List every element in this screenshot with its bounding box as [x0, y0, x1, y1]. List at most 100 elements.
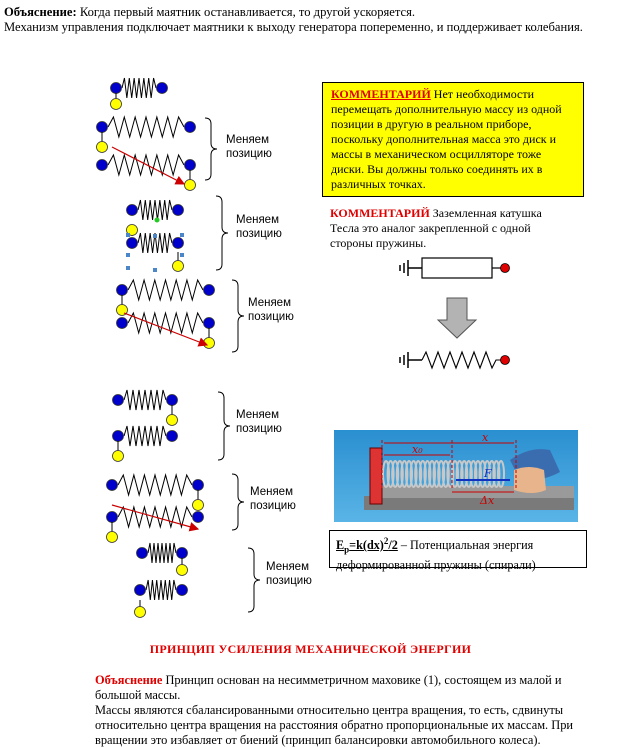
photo-coil — [418, 460, 427, 488]
spring — [117, 505, 193, 529]
photo-coil — [497, 460, 505, 488]
handle — [153, 268, 157, 272]
photo-coil — [423, 460, 432, 488]
figure-label-3: Меняем позицию — [248, 297, 294, 323]
photo-coil — [400, 460, 409, 488]
figure-label-6: Меняем позицию — [266, 561, 312, 587]
comment-text: Нет необходимости перемещать дополнитель… — [331, 87, 562, 191]
figure-label-1: Меняем позицию — [226, 134, 272, 160]
explanation-line1: Когда первый маятник останавливается, то… — [79, 5, 416, 19]
explanation-label: Объяснение: — [4, 5, 77, 19]
comment-box: КОММЕНТАРИЙ Нет необходимости перемещать… — [322, 82, 584, 197]
mass-blue — [106, 479, 118, 491]
spring-photo: x x₀ F Δx — [334, 430, 578, 522]
mass-blue — [126, 237, 138, 249]
handle — [180, 233, 184, 237]
mass-blue — [96, 159, 108, 171]
handle — [126, 253, 130, 257]
formula-box: Ep=k(dx)2/2 – Потенциальная энергия дефо… — [329, 530, 587, 572]
mass-blue — [192, 479, 204, 491]
photo-coil — [391, 460, 400, 488]
red-arrow — [123, 312, 209, 347]
mass-blue — [172, 237, 184, 249]
photo-label-x0: x₀ — [412, 443, 423, 456]
mass-yellow — [176, 564, 188, 576]
mass-blue — [126, 204, 138, 216]
spring — [127, 311, 204, 335]
spring — [107, 153, 185, 177]
brace — [247, 547, 261, 613]
mass-blue — [112, 430, 124, 442]
spring — [147, 542, 177, 564]
mass-yellow — [96, 141, 108, 153]
spring — [117, 473, 193, 497]
photo-coil — [395, 460, 404, 488]
photo-coil — [441, 460, 450, 488]
explanation-line2: Механизм управления подключает маятники … — [4, 20, 583, 34]
spring — [123, 425, 167, 447]
photo-label-x: x — [482, 431, 489, 444]
photo-coil — [414, 460, 423, 488]
mass-yellow — [203, 337, 215, 349]
photo-coil — [409, 460, 418, 488]
mass-blue — [106, 511, 118, 523]
photo-coil — [428, 460, 436, 488]
photo-label-force: F — [483, 467, 492, 480]
photo-coil — [382, 460, 390, 488]
photo-coil — [478, 460, 487, 488]
photo-coil — [469, 460, 478, 488]
spring — [107, 115, 185, 139]
ground-icon-2 — [399, 352, 422, 368]
handle — [126, 233, 130, 237]
mass-blue — [176, 584, 188, 596]
mass-blue — [176, 547, 188, 559]
down-arrow-icon — [436, 297, 478, 339]
comment-tesla: КОММЕНТАРИЙ Заземленная катушка Тесла эт… — [330, 206, 570, 251]
handle — [126, 266, 130, 270]
photo-coil — [437, 460, 446, 488]
spring — [145, 579, 177, 601]
mass-blue — [136, 547, 148, 559]
photo-coil — [432, 460, 441, 488]
mass-blue — [184, 159, 196, 171]
mass-yellow — [112, 450, 124, 462]
section-heading: ПРИНЦИП УСИЛЕНИЯ МЕХАНИЧЕСКОЙ ЭНЕРГИИ — [149, 642, 472, 656]
spring — [123, 389, 167, 411]
mass-blue — [134, 584, 146, 596]
mass-yellow — [172, 260, 184, 272]
coil-end-dot — [500, 263, 510, 273]
spring — [137, 232, 173, 254]
brace — [231, 279, 245, 353]
photo-label-dx: Δx — [479, 494, 495, 507]
spring-diagrams — [96, 77, 261, 618]
spring — [137, 199, 173, 221]
mass-blue — [116, 284, 128, 296]
mass-yellow — [184, 179, 196, 191]
photo-coil — [446, 460, 455, 488]
mass-yellow — [166, 414, 178, 426]
photo-coil — [483, 460, 492, 488]
photo-coil — [474, 460, 482, 488]
mass-yellow — [192, 499, 204, 511]
photo-coil — [492, 460, 501, 488]
explanation-bottom: Объяснение Принцип основан на несимметри… — [95, 673, 600, 748]
spring-zigzag — [421, 350, 502, 370]
mass-blue — [112, 394, 124, 406]
mass-yellow — [134, 606, 146, 618]
photo-coil — [487, 460, 496, 488]
figure-label-4: Меняем позицию — [236, 409, 282, 435]
brace — [231, 473, 245, 531]
photo-coil — [386, 460, 395, 488]
figure-label-5: Меняем позицию — [250, 486, 296, 512]
ground-icon — [399, 260, 422, 276]
coil-rect — [421, 257, 493, 279]
mass-yellow — [126, 224, 138, 236]
comment-label: КОММЕНТАРИЙ — [331, 87, 431, 101]
coil-spring-diagram — [399, 257, 510, 370]
comment-tesla-label: КОММЕНТАРИЙ — [330, 206, 430, 220]
formula-expression: Ep=k(dx)2/2 — [336, 536, 398, 555]
mass-blue — [110, 82, 122, 94]
mass-yellow — [106, 531, 118, 543]
photo-coil — [451, 460, 459, 488]
handle — [153, 234, 157, 238]
